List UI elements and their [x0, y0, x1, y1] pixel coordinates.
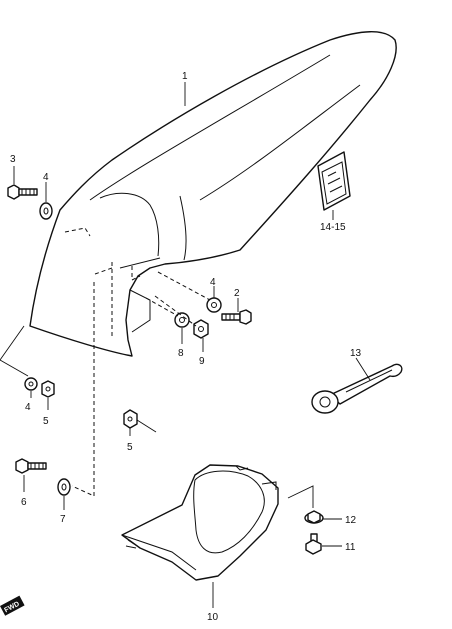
callout-5b: 5 — [127, 442, 133, 453]
bolt-lower-left[interactable] — [15, 458, 47, 474]
washer-lower-left[interactable] — [24, 377, 38, 391]
callout-4c: 4 — [25, 402, 31, 413]
washer-right[interactable] — [206, 297, 222, 313]
callout-3: 3 — [10, 154, 16, 165]
callout-7: 7 — [60, 514, 66, 525]
rear-fender[interactable] — [29, 31, 397, 357]
callout-13: 13 — [350, 348, 362, 359]
under-cover[interactable] — [121, 464, 279, 581]
fwd-badge: FWD — [0, 595, 25, 616]
nut-center[interactable] — [123, 409, 138, 429]
callout-4a: 4 — [43, 172, 49, 183]
callout-1: 1 — [182, 71, 188, 82]
callout-6: 6 — [21, 497, 27, 508]
decal-set[interactable] — [317, 151, 351, 211]
callout-14-15: 14-15 — [320, 222, 346, 233]
bolt-top-left[interactable] — [7, 184, 38, 200]
callout-8: 8 — [178, 348, 184, 359]
washer-top-left[interactable] — [39, 202, 53, 220]
callout-12: 12 — [345, 515, 357, 526]
tool-wrench[interactable] — [311, 363, 403, 414]
callout-2: 2 — [234, 288, 240, 299]
bolt-right[interactable] — [221, 309, 252, 325]
nut-bottom-right[interactable] — [304, 510, 324, 524]
callout-9: 9 — [199, 356, 205, 367]
bolt-bottom-right[interactable] — [305, 533, 322, 555]
nut-right[interactable] — [193, 319, 209, 339]
fwd-badge-label: FWD — [3, 601, 20, 615]
callout-5a: 5 — [43, 416, 49, 427]
callout-10: 10 — [207, 612, 219, 623]
washer-center[interactable] — [174, 312, 190, 328]
nut-lower-left[interactable] — [41, 380, 55, 398]
washer-bottom-left[interactable] — [57, 478, 71, 496]
callout-11: 11 — [345, 542, 356, 553]
callout-4b: 4 — [210, 277, 216, 288]
